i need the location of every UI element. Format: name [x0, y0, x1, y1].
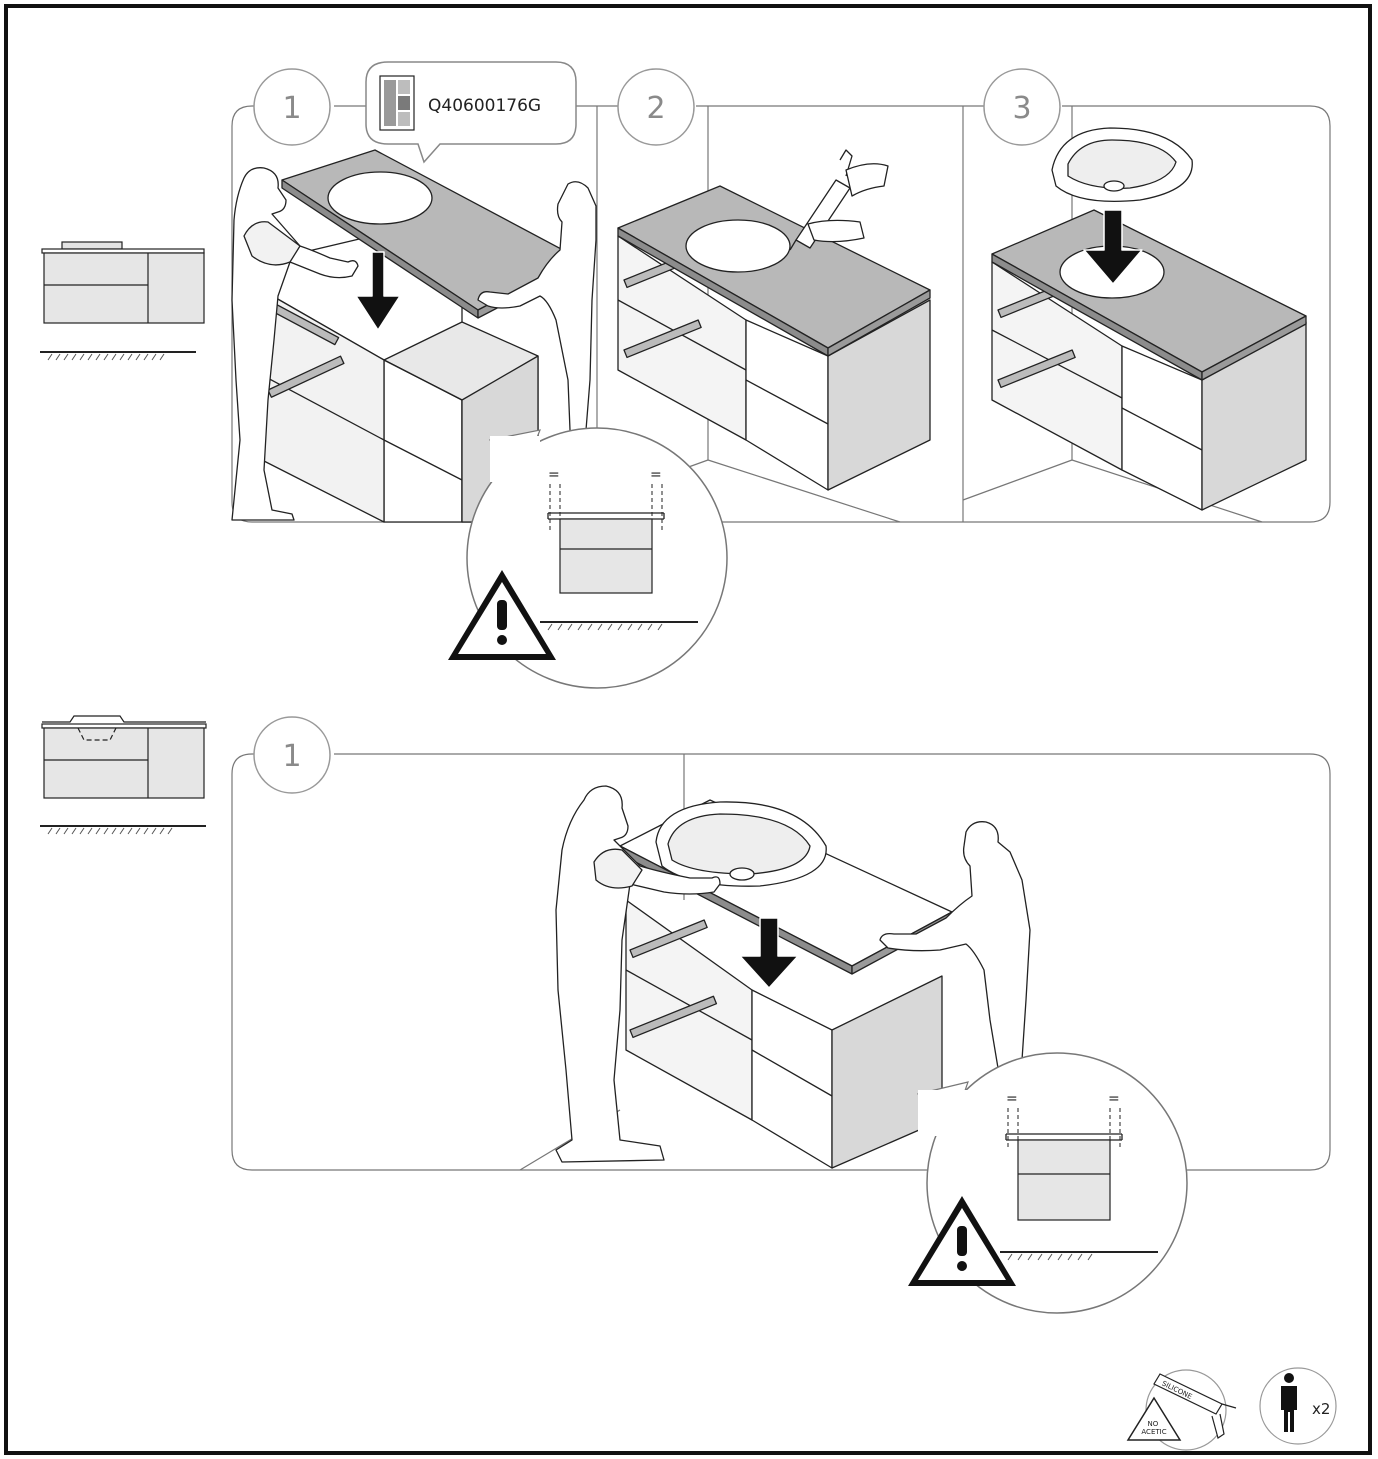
- alignment-mark-left: =: [548, 467, 560, 483]
- step-number: 3: [1012, 91, 1031, 126]
- step2-illustration: [596, 106, 931, 523]
- step-badge-3: 3: [983, 68, 1061, 146]
- side-view-diagram-top: [40, 241, 205, 361]
- warning-icon: [908, 1196, 1016, 1286]
- people-count-label: x2: [1312, 1400, 1330, 1418]
- step-badge-2: 2: [617, 68, 695, 146]
- no-acetic-label: NO ACETIC: [1141, 1420, 1166, 1436]
- alignment-mark-left: =: [1006, 1091, 1018, 1107]
- alignment-mark-right: =: [1108, 1091, 1120, 1107]
- step-number: 1: [282, 91, 301, 126]
- step-badge-bottom-1: 1: [253, 716, 331, 794]
- arrow-down-icon: [355, 251, 401, 331]
- silicone-no-acetic-badge: SILICONE NO ACETIC: [1126, 1369, 1237, 1451]
- bottom-illustration: [555, 785, 1031, 1169]
- silicone-gun-icon: [789, 149, 889, 251]
- step1-illustration: [231, 149, 597, 523]
- person-icon: [1281, 1373, 1297, 1432]
- step-badge-1: 1: [253, 68, 331, 146]
- step-number: 2: [646, 91, 665, 126]
- arrow-down-icon: [1083, 209, 1143, 285]
- part-code-callout: Q40600176G: [365, 61, 577, 164]
- people-count-badge: x2: [1259, 1367, 1337, 1445]
- step-number: 1: [282, 739, 301, 774]
- part-code-label: Q40600176G: [428, 96, 541, 116]
- warning-icon: [448, 570, 556, 660]
- step3-illustration: [962, 106, 1307, 523]
- zoom-detail-top: = =: [448, 427, 728, 689]
- side-view-diagram-bottom: [40, 715, 207, 835]
- page-border: [4, 4, 1372, 1455]
- document-icon: [379, 75, 415, 131]
- zoom-detail-bottom: = =: [908, 1052, 1188, 1314]
- alignment-mark-right: =: [650, 467, 662, 483]
- arrow-down-icon: [739, 917, 799, 989]
